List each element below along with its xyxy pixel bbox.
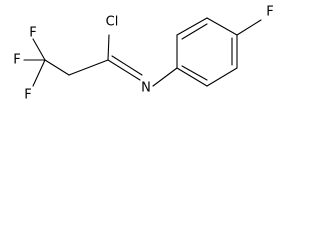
ring-bond-5 [206,67,238,87]
ring-inner-double-3 [181,65,208,81]
atom-n: N [141,81,151,96]
atom-f-upper: F [29,26,36,41]
atom-f-middle: F [13,53,20,68]
atom-cl: Cl [106,15,119,30]
bond-c-n-double-b [111,55,143,76]
bond-c-cl [107,34,110,61]
bond-cf3-f-lower [32,59,46,87]
bond-ch2-cimidoyl [68,59,109,76]
ring-bond-3 [206,17,238,36]
ring-bond-2 [176,17,208,36]
ring-inner-double-1 [181,23,208,40]
bond-c-n-double-a [107,59,141,81]
atom-f-para: F [266,5,273,20]
bond-cf3-ch2 [44,59,70,76]
chemical-structure-diagram: F F F Cl N F [13,5,273,103]
bond-aryl-f [236,19,262,36]
bond-n-aryl [152,67,178,87]
bond-cf3-f-upper [32,38,46,61]
atom-f-lower: F [24,88,31,103]
ring-bond-6 [176,67,208,87]
